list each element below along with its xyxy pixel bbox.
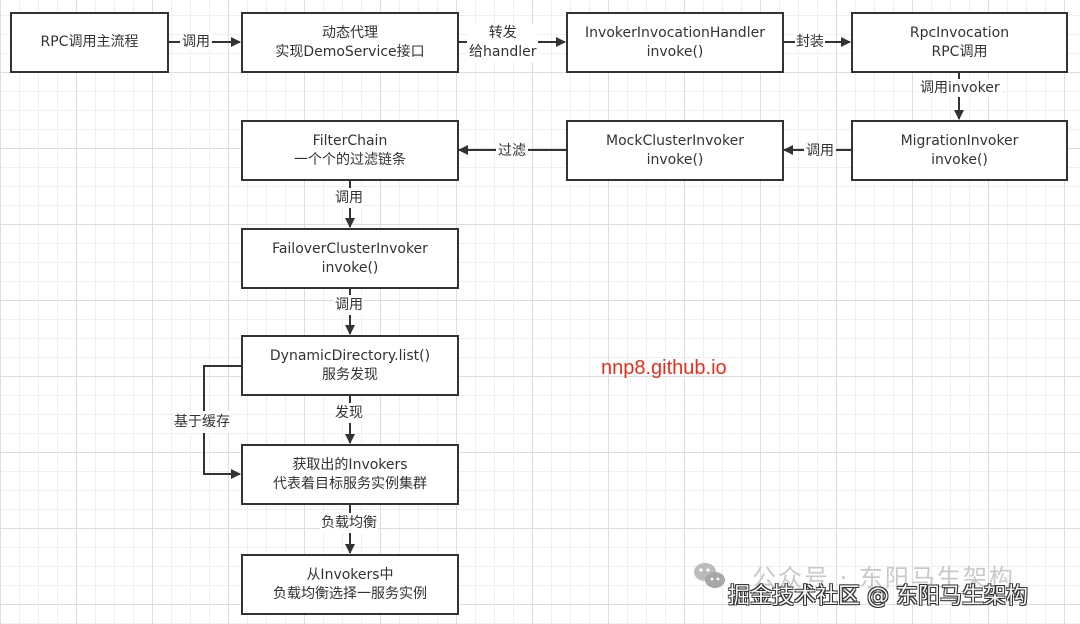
node-sublabel: 代表着目标服务实例集群 (273, 475, 427, 492)
node-label: 获取出的Invokers (292, 456, 408, 473)
node-label: InvokerInvocationHandler (585, 24, 765, 41)
edge-label-discover: 发现 (334, 403, 364, 423)
node-label: FilterChain (312, 132, 388, 149)
edge-label-call: 调用 (334, 295, 364, 315)
community-watermark: 掘金技术社区 @ 东阳马生架构 (728, 584, 1028, 609)
node-label: 从Invokers中 (306, 566, 394, 583)
node-migration-invoker: MigrationInvoker invoke() (851, 120, 1068, 181)
edge-label-line: 给handler (469, 44, 537, 60)
edge-label-line: 转发 (488, 25, 517, 41)
edge-label-wrap: 封装 (795, 33, 825, 51)
edge-label-call-invoker: 调用invoker (918, 79, 1002, 97)
node-sublabel: 一个个的过滤链条 (294, 151, 406, 168)
node-sublabel: invoke() (931, 151, 988, 168)
node-filter-chain: FilterChain 一个个的过滤链条 (241, 120, 459, 181)
edge-label-filter: 过滤 (496, 142, 528, 160)
node-sublabel: invoke() (646, 43, 704, 60)
node-dynamic-proxy: 动态代理 实现DemoService接口 (241, 12, 459, 73)
node-mock-cluster-invoker: MockClusterInvoker invoke() (566, 120, 784, 181)
edge-label-call: 调用 (180, 33, 212, 51)
node-label: FailoverClusterInvoker (272, 240, 428, 257)
node-sublabel: 负载均衡选择一服务实例 (273, 585, 427, 602)
node-failover-cluster-invoker: FailoverClusterInvoker invoke() (241, 228, 459, 289)
node-label: RPC调用主流程 (40, 34, 139, 50)
node-label: RpcInvocation (909, 24, 1010, 41)
node-sublabel: invoke() (321, 259, 379, 276)
node-select-instance: 从Invokers中 负载均衡选择一服务实例 (241, 554, 459, 615)
node-label: MigrationInvoker (900, 132, 1019, 149)
edge-label-call: 调用 (334, 188, 364, 208)
edge-label-forward-to-handler: 转发 给handler (467, 24, 539, 62)
edge-label-load-balance: 负载均衡 (320, 513, 378, 533)
edge-label-call: 调用 (804, 142, 836, 160)
url-watermark: nnp8.github.io (601, 357, 727, 379)
node-rpc-invocation: RpcInvocation RPC调用 (851, 12, 1068, 73)
node-label: MockClusterInvoker (606, 132, 744, 149)
edge-label-cache-based: 基于缓存 (173, 411, 231, 433)
node-label: 动态代理 (322, 24, 378, 41)
wechat-account-watermark: 公众号 · 东阳马生架构 (752, 564, 1015, 592)
node-sublabel: invoke() (646, 151, 704, 168)
node-sublabel: 服务发现 (322, 366, 378, 383)
node-sublabel: 实现DemoService接口 (275, 43, 425, 60)
wechat-icon (694, 563, 725, 588)
node-dynamic-directory: DynamicDirectory.list() 服务发现 (241, 335, 459, 396)
node-label: DynamicDirectory.list() (269, 347, 431, 364)
node-invoker-invocation-handler: InvokerInvocationHandler invoke() (566, 12, 784, 73)
node-rpc-main-flow: RPC调用主流程 (10, 12, 169, 73)
node-invokers: 获取出的Invokers 代表着目标服务实例集群 (241, 444, 459, 505)
node-sublabel: RPC调用 (931, 43, 988, 60)
